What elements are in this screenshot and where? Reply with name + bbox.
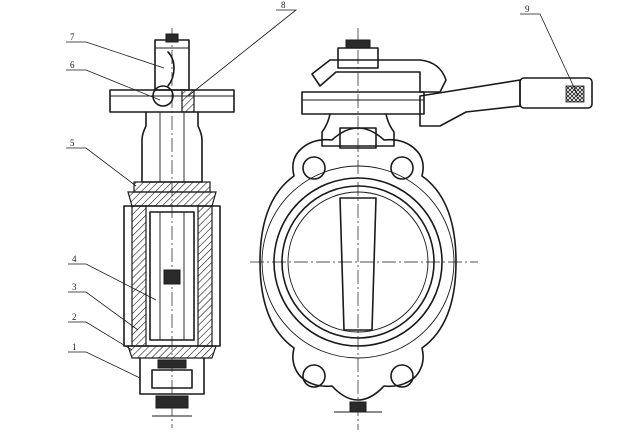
- lug-hole-bottom-right: [390, 364, 414, 388]
- side-section-view: [109, 28, 235, 428]
- lug-hole-bottom-left: [302, 364, 326, 388]
- lower-seal-ring: [127, 345, 217, 359]
- front-top-flange: [301, 91, 425, 115]
- lug-hole-top-right: [390, 156, 414, 180]
- handle-grip: [519, 77, 593, 109]
- handle-lever-head: [311, 59, 447, 93]
- upper-bushing: [133, 181, 211, 193]
- stem-top-nut: [165, 33, 179, 43]
- outer-flange-ring: [261, 165, 455, 359]
- bottom-plug: [155, 395, 189, 409]
- lug-hole-top-left: [302, 156, 326, 180]
- callout-6: 6: [70, 60, 75, 70]
- callout-labels: 1 2 3 4 5 6 7 8 9: [70, 0, 530, 352]
- handle-lever-arm: [419, 79, 521, 127]
- callout-4: 4: [72, 254, 77, 264]
- front-disc-hub: [339, 197, 377, 331]
- spring-clip: [167, 51, 175, 87]
- callout-8: 8: [281, 0, 286, 10]
- front-view: [250, 28, 593, 430]
- valve-disc: [149, 211, 195, 341]
- liner-right: [197, 205, 213, 347]
- callout-7: 7: [70, 32, 75, 42]
- front-bottom-nut: [349, 401, 367, 413]
- upper-seal-ring: [127, 191, 217, 207]
- front-valve-body: [259, 127, 457, 401]
- liner-left: [131, 205, 147, 347]
- callout-5: 5: [70, 138, 75, 148]
- detent-ball: [152, 85, 174, 107]
- disc-edge-ring: [287, 191, 429, 333]
- callout-9: 9: [525, 4, 530, 14]
- lower-boss: [139, 357, 205, 395]
- callout-3: 3: [72, 282, 77, 292]
- liner-inner-ring: [281, 185, 435, 339]
- grip-knurl: [565, 85, 585, 103]
- front-neck: [321, 113, 395, 147]
- disc-pin: [163, 269, 181, 285]
- top-flange-plate: [109, 89, 235, 113]
- callout-leaders: [66, 9, 579, 379]
- liner-outer-ring: [273, 177, 443, 347]
- front-stem-nut: [345, 39, 371, 49]
- callout-2: 2: [72, 312, 77, 322]
- lower-bushing: [151, 369, 193, 389]
- callout-1: 1: [72, 342, 77, 352]
